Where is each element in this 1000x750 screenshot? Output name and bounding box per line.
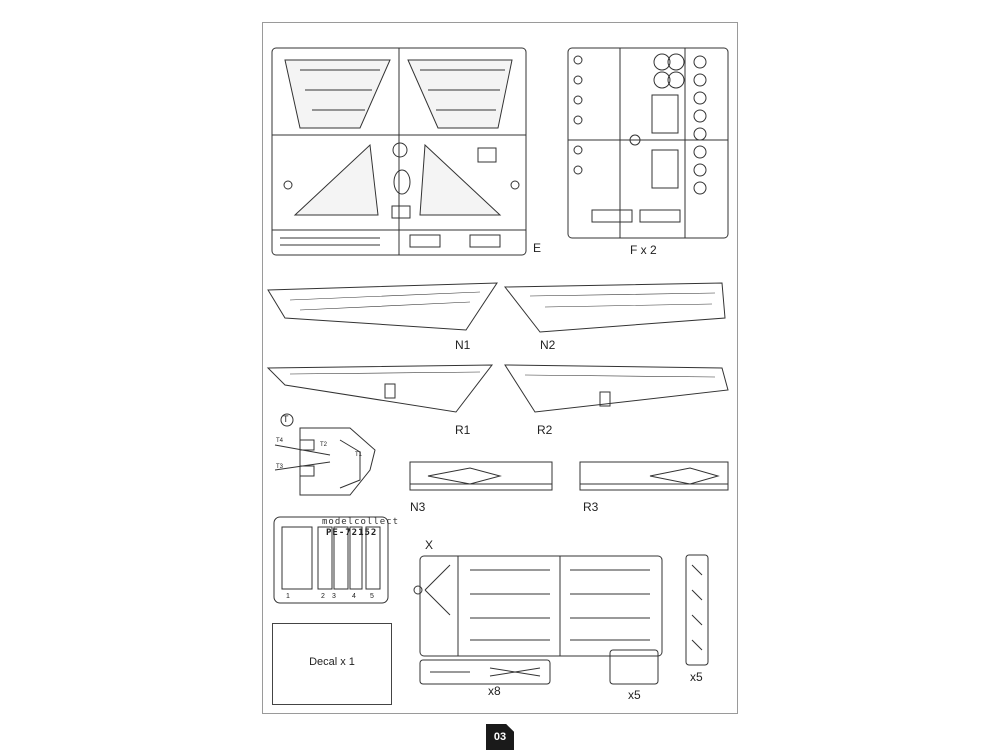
part-n1-label: N1 [455, 338, 471, 352]
part-t2-label: T2 [320, 442, 328, 448]
part-x5-a [609, 649, 659, 685]
part-r2 [504, 364, 729, 413]
multiplier-x5-a: x5 [628, 688, 641, 702]
sprue-f-label: F x 2 [630, 243, 657, 257]
pe-brand: modelcollect [322, 517, 400, 527]
part-t1-label: T1 [355, 452, 363, 458]
pe-number-5: 5 [370, 593, 374, 600]
sprue-x-label: X [425, 538, 434, 552]
part-n2 [503, 282, 726, 333]
pe-number-2: 2 [321, 593, 325, 600]
part-r3-label: R3 [583, 500, 599, 514]
pe-number-4: 4 [352, 593, 356, 600]
part-t-label: T [283, 414, 289, 424]
sprue-f [567, 47, 729, 239]
multiplier-x5-b: x5 [690, 670, 703, 684]
sprue-x [413, 555, 663, 657]
part-r1-label: R1 [455, 423, 471, 437]
page-number: 03 [486, 724, 514, 750]
sprue-e-label: E [533, 241, 542, 255]
pe-number-3: 3 [332, 593, 336, 600]
decal-box: Decal x 1 [272, 623, 392, 705]
part-n3-label: N3 [410, 500, 426, 514]
part-n3 [409, 461, 553, 491]
part-x5-b [685, 554, 709, 666]
photo-etch-fret [273, 516, 389, 604]
part-r1 [266, 364, 494, 413]
sprue-e [271, 47, 527, 256]
decal-label: Decal x 1 [309, 656, 355, 668]
part-t4-label: T4 [276, 438, 284, 444]
part-t [274, 413, 376, 496]
pe-number-1: 1 [286, 593, 290, 600]
sprue-x8 [419, 659, 551, 685]
part-t3-label: T3 [276, 464, 284, 470]
multiplier-x8: x8 [488, 684, 501, 698]
part-r3 [579, 461, 729, 491]
part-r2-label: R2 [537, 423, 553, 437]
part-n1 [267, 282, 498, 331]
pe-code: PE-72152 [326, 528, 378, 538]
part-n2-label: N2 [540, 338, 556, 352]
